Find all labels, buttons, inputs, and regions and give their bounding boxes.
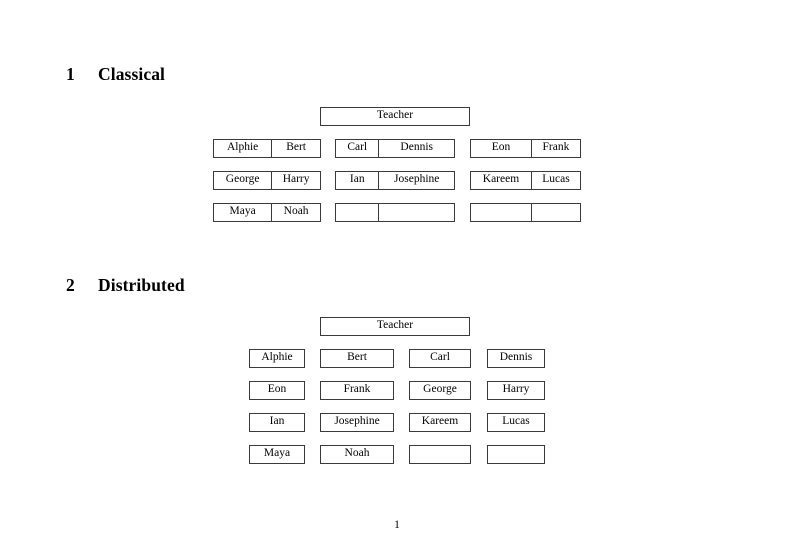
classical-right-row-1: Eon Frank xyxy=(470,139,581,158)
student-cell: Noah xyxy=(271,204,320,221)
classical-middle-row-2: Ian Josephine xyxy=(335,171,455,190)
student-cell: Bert xyxy=(347,351,367,364)
student-cell: Lucas xyxy=(530,172,580,189)
student-cell: Noah xyxy=(344,447,370,460)
empty-cell xyxy=(378,204,454,221)
student-cell: Eon xyxy=(491,141,511,154)
distributed-c1-r1: Alphie xyxy=(249,349,305,368)
student-cell: George xyxy=(423,383,457,396)
distributed-c3-r4-empty xyxy=(409,445,471,464)
classical-left-row-1: Alphie Bert xyxy=(213,139,321,158)
page-number: 1 xyxy=(394,519,400,531)
student-cell: Alphie xyxy=(226,141,259,154)
teacher-box-classical: Teacher xyxy=(320,107,470,126)
student-cell: Ian xyxy=(269,415,285,428)
empty-cell xyxy=(336,204,378,221)
student-cell: Carl xyxy=(347,141,368,154)
student-cell: Carl xyxy=(430,351,450,364)
classical-right-row-3-empty xyxy=(470,203,581,222)
classical-right-row-2: Kareem Lucas xyxy=(470,171,581,190)
distributed-c2-r4: Noah xyxy=(320,445,394,464)
student-cell: Frank xyxy=(530,140,580,157)
student-cell: Maya xyxy=(263,447,291,460)
student-cell: Kareem xyxy=(482,173,520,186)
section-title: Classical xyxy=(98,64,166,84)
distributed-c1-r2: Eon xyxy=(249,381,305,400)
student-cell: Josephine xyxy=(378,172,454,189)
classical-middle-row-1: Carl Dennis xyxy=(335,139,455,158)
student-cell: Harry xyxy=(271,172,320,189)
student-cell: Dennis xyxy=(499,351,533,364)
student-cell: Eon xyxy=(267,383,287,396)
distributed-c3-r1: Carl xyxy=(409,349,471,368)
section-number: 2 xyxy=(66,275,75,295)
distributed-c4-r3: Lucas xyxy=(487,413,545,432)
student-cell: Frank xyxy=(343,383,371,396)
teacher-label: Teacher xyxy=(376,109,414,122)
student-cell: Alphie xyxy=(261,351,293,364)
distributed-c4-r2: Harry xyxy=(487,381,545,400)
empty-cell xyxy=(410,446,470,463)
classical-middle-row-3-empty xyxy=(335,203,455,222)
teacher-box-distributed: Teacher xyxy=(320,317,470,336)
distributed-c3-r3: Kareem xyxy=(409,413,471,432)
distributed-c3-r2: George xyxy=(409,381,471,400)
student-cell: Bert xyxy=(271,140,320,157)
classical-left-row-2: George Harry xyxy=(213,171,321,190)
student-cell: Maya xyxy=(229,205,256,218)
section-title: Distributed xyxy=(98,275,185,295)
distributed-c4-r1: Dennis xyxy=(487,349,545,368)
student-cell: Kareem xyxy=(421,415,459,428)
distributed-c1-r3: Ian xyxy=(249,413,305,432)
distributed-c2-r3: Josephine xyxy=(320,413,394,432)
classical-left-row-3: Maya Noah xyxy=(213,203,321,222)
empty-cell xyxy=(471,204,531,221)
student-cell: George xyxy=(225,173,260,186)
distributed-c2-r2: Frank xyxy=(320,381,394,400)
distributed-c1-r4: Maya xyxy=(249,445,305,464)
distributed-c2-r1: Bert xyxy=(320,349,394,368)
student-cell: Josephine xyxy=(334,415,380,428)
student-cell: Ian xyxy=(349,173,365,186)
section-heading-distributed: 2 Distributed xyxy=(66,275,185,296)
section-number: 1 xyxy=(66,64,75,84)
section-heading-classical: 1 Classical xyxy=(66,64,165,85)
teacher-label: Teacher xyxy=(376,319,414,332)
student-cell: Lucas xyxy=(502,415,530,428)
distributed-c4-r4-empty xyxy=(487,445,545,464)
student-cell: Harry xyxy=(502,383,530,396)
student-cell: Dennis xyxy=(378,140,454,157)
empty-cell xyxy=(488,446,544,463)
empty-cell xyxy=(530,204,580,221)
